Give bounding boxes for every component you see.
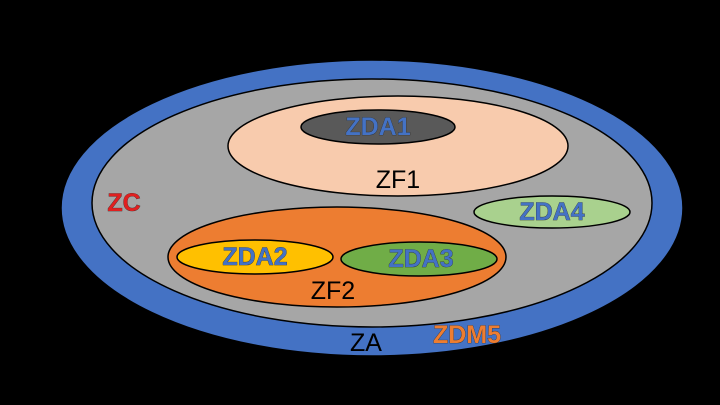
zda1-label: ZDA1 <box>345 113 410 141</box>
zda2-ellipse <box>176 239 334 275</box>
zda3-label: ZDA3 <box>388 245 453 273</box>
zf1-label: ZF1 <box>376 166 420 194</box>
zdm5-label: ZDM5 <box>433 321 501 349</box>
zc-label: ZC <box>107 189 140 217</box>
zda3-ellipse <box>340 241 498 277</box>
zda4-label: ZDA4 <box>519 198 584 226</box>
zf2-ellipse <box>167 206 507 308</box>
zf2-label: ZF2 <box>311 277 355 305</box>
zda4-ellipse <box>473 195 631 229</box>
zda2-label: ZDA2 <box>222 243 287 271</box>
za-label: ZA <box>350 329 382 357</box>
zda1-ellipse <box>300 109 456 145</box>
